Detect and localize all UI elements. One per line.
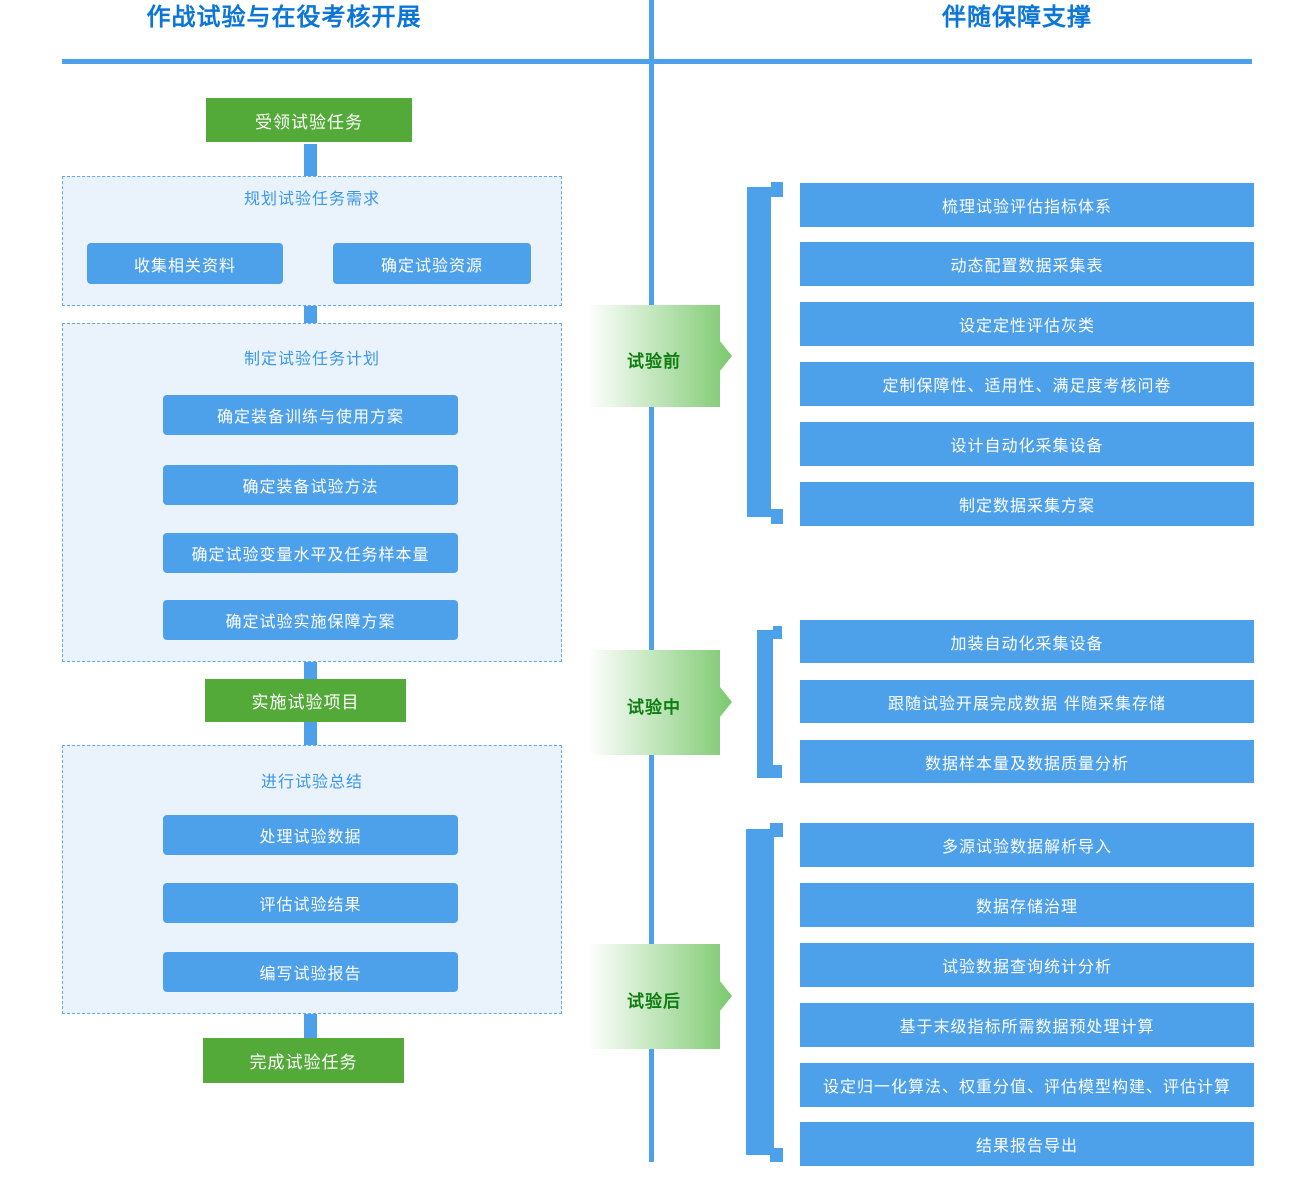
- flow-step: 确定装备试验方法: [163, 465, 458, 505]
- flow-step: 处理试验数据: [163, 815, 458, 855]
- bracket-after: [746, 823, 783, 1162]
- header-rule: [62, 59, 1252, 64]
- middle-node: 实施试验项目: [205, 679, 406, 722]
- phase-arrow-before: [590, 305, 732, 407]
- flow-step: 编写试验报告: [163, 952, 458, 992]
- flow-step: 收集相关资料: [87, 243, 283, 284]
- support-bar: 多源试验数据解析导入: [800, 823, 1254, 867]
- support-bar: 设定定性评估灰类: [800, 302, 1254, 346]
- connector-rect: [304, 144, 317, 176]
- flow-step: 确定试验实施保障方案: [163, 600, 458, 640]
- support-bar: 设定归一化算法、权重分值、评估模型构建、评估计算: [800, 1063, 1254, 1107]
- connector-rect: [304, 721, 317, 746]
- support-bar: 加装自动化采集设备: [800, 620, 1254, 663]
- flow-step: 确定装备训练与使用方案: [163, 395, 458, 435]
- support-bar: 制定数据采集方案: [800, 482, 1254, 526]
- support-bar: 结果报告导出: [800, 1122, 1254, 1166]
- end-node: 完成试验任务: [203, 1038, 404, 1083]
- phase-label-during: 试验中: [627, 698, 681, 718]
- right-column-title: 伴随保障支撑: [942, 3, 1092, 31]
- stage2-title: 制定试验任务计划: [243, 349, 380, 368]
- start-node: 受领试验任务: [206, 98, 412, 142]
- flow-step: 评估试验结果: [163, 883, 458, 923]
- column-divider: [649, 0, 654, 1162]
- connector-rect: [304, 1009, 317, 1039]
- support-bar: 动态配置数据采集表: [800, 242, 1254, 286]
- support-bar: 试验数据查询统计分析: [800, 943, 1254, 987]
- stage3-title: 进行试验总结: [260, 772, 363, 791]
- left-column-title: 作战试验与在役考核开展: [146, 3, 422, 31]
- stage1-title: 规划试验任务需求: [243, 189, 380, 208]
- phase-label-after: 试验后: [627, 992, 681, 1012]
- phase-arrow-after: [590, 944, 732, 1049]
- flow-step: 确定试验变量水平及任务样本量: [163, 533, 458, 573]
- support-bar: 设计自动化采集设备: [800, 422, 1254, 466]
- connector-rect: [304, 658, 317, 680]
- phase-label-before: 试验前: [627, 352, 681, 372]
- support-bar: 数据样本量及数据质量分析: [800, 740, 1254, 783]
- bracket-before: [747, 182, 783, 524]
- support-bar: 基于末级指标所需数据预处理计算: [800, 1003, 1254, 1047]
- support-bar: 数据存储治理: [800, 883, 1254, 927]
- support-bar: 定制保障性、适用性、满足度考核问卷: [800, 362, 1254, 406]
- stage1-container: [62, 176, 562, 306]
- phase-arrow-during: [590, 650, 732, 755]
- support-bar: 跟随试验开展完成数据 伴随采集存储: [800, 680, 1254, 723]
- support-bar: 梳理试验评估指标体系: [800, 183, 1254, 227]
- flow-step: 确定试验资源: [333, 243, 531, 284]
- bracket-during: [757, 626, 782, 778]
